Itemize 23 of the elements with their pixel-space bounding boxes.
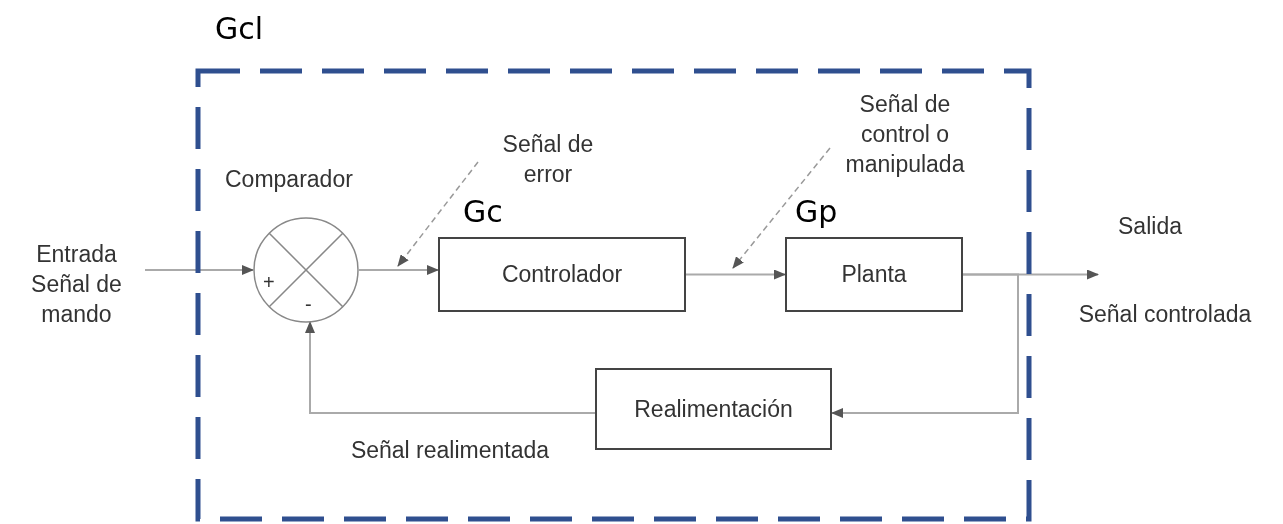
boundary-title: Gcl — [215, 14, 264, 44]
leader-line — [397, 161, 479, 267]
sign-symbol: + — [263, 270, 275, 295]
comparator-circle — [253, 217, 359, 323]
arrow — [358, 265, 439, 275]
error-signal-label: Señal de error — [478, 122, 618, 198]
input-label: Entrada Señal de mando — [8, 226, 145, 344]
arrow — [144, 265, 254, 275]
transfer-function-label: Gp — [795, 197, 838, 227]
arrow — [305, 321, 596, 414]
arrow — [831, 273, 1019, 418]
transfer-function-label: Gc — [463, 197, 503, 227]
feedback-block: Realimentación — [595, 368, 832, 450]
output-label: Salida — [1117, 212, 1183, 241]
plant-block: Planta — [785, 237, 963, 312]
output-label: Señal controlada — [1077, 300, 1253, 329]
leader-line — [732, 147, 831, 269]
sign-symbol: - — [305, 292, 312, 317]
controller-block: Controlador — [438, 237, 686, 312]
control-signal-label: Señal de control o manipulada — [830, 78, 980, 192]
feedback-signal-label: Señal realimentada — [350, 436, 550, 465]
component-caption: Comparador — [225, 165, 353, 194]
arrow — [685, 269, 786, 280]
